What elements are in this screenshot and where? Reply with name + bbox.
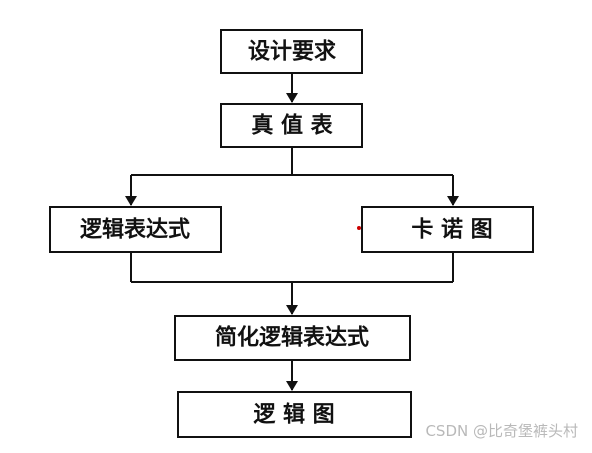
node-logic-expression: 逻辑表达式: [49, 206, 222, 253]
node-truth-table-box: [220, 103, 363, 148]
node-logic-diagram-label: 逻 辑 图: [253, 402, 334, 428]
node-simplified-expression: 简化逻辑表达式: [174, 315, 411, 361]
red-dot-marker: [357, 226, 361, 230]
node-requirements-box: [220, 29, 363, 74]
node-simplified-expression-box: [174, 315, 411, 361]
node-logic-diagram-box: [177, 391, 412, 438]
connectors: [125, 73, 459, 391]
node-truth-table-label: 真 值 表: [251, 113, 333, 139]
node-logic-diagram: 逻 辑 图: [177, 391, 412, 438]
node-truth-table: 真 值 表: [220, 103, 363, 148]
node-requirements-label: 设计要求: [248, 40, 336, 65]
node-karnaugh-map-box: [361, 206, 534, 253]
watermark: CSDN @比奇堡裤头村: [425, 422, 578, 440]
node-requirements: 设计要求: [220, 29, 363, 74]
node-simplified-expression-label: 简化逻辑表达式: [215, 325, 369, 351]
node-logic-expression-label: 逻辑表达式: [80, 217, 190, 243]
node-karnaugh-map-label: 卡 诺 图: [411, 217, 492, 243]
node-karnaugh-map: 卡 诺 图: [361, 206, 534, 253]
node-logic-expression-box: [49, 206, 222, 253]
